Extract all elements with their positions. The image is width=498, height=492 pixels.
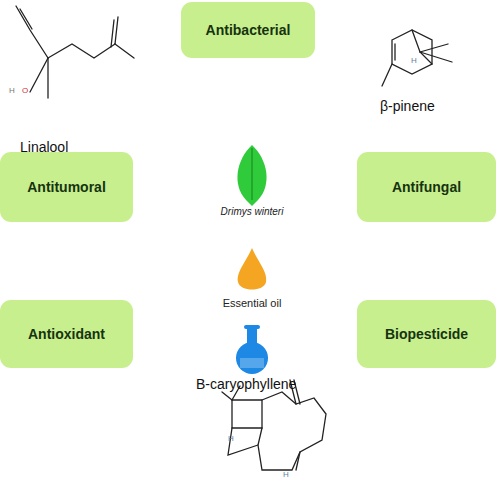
atom-label: H [283,470,289,479]
species-name: Drimys winteri [221,206,284,217]
box-label: Antitumoral [27,179,106,195]
leaf-vein [251,148,253,200]
compound-name: β-pinene [380,98,435,114]
compound-name: Linalool [20,139,68,155]
leaf-icon [237,145,266,206]
effect-box: Biopesticide [357,300,496,368]
compound-name: B-caryophyllene [196,376,296,392]
atom-label: H [228,434,234,443]
box-label: Antibacterial [206,22,291,38]
linalool-structure [16,6,134,98]
effect-box: Antioxidant [0,300,133,368]
flask-icon [236,325,268,374]
oil-drop-icon [238,248,267,290]
caryophyllene-structure [222,380,326,470]
box-label: Biopesticide [385,326,468,342]
atom-label: H [9,86,15,95]
atom-label: H [411,56,417,65]
effect-box: Antifungal [357,152,496,222]
atom-label: O [22,86,28,95]
effect-box: Antibacterial [181,2,315,58]
pinene-structure [382,30,452,86]
box-label: Antifungal [392,179,461,195]
oil-label: Essential oil [223,297,282,309]
effect-box: Antitumoral [0,152,133,222]
box-label: Antioxidant [28,326,105,342]
